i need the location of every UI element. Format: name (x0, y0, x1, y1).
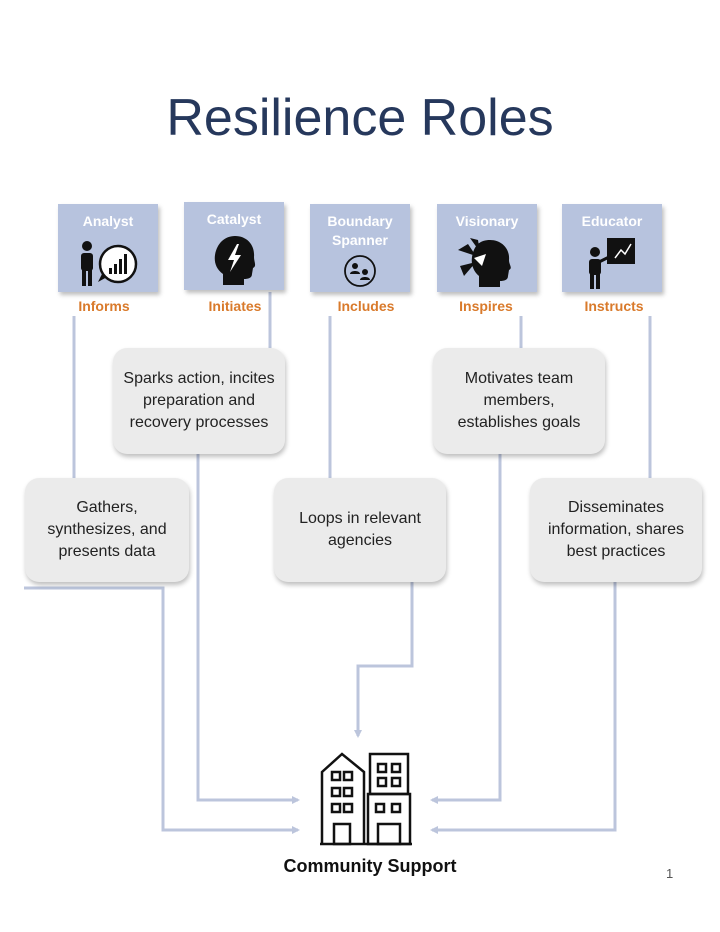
role-verb-inspires: Inspires (459, 298, 513, 314)
presenter-board-icon (589, 238, 635, 289)
role-verb-includes: Includes (337, 298, 395, 314)
people-exchange-icon (344, 255, 376, 287)
catalyst-description: Sparks action, incites preparation and r… (113, 348, 285, 454)
analyst-to-community-line (24, 586, 300, 834)
page-title: Resilience Roles (166, 89, 554, 147)
page-number: 1 (666, 866, 674, 881)
role-box-boundary-spanner: Boundary Spanner (310, 204, 410, 292)
role-name: Boundary Spanner (327, 213, 393, 248)
boundary-spanner-to-community-line (354, 582, 414, 738)
role-verb-informs: Informs (78, 298, 130, 314)
educator-to-community-line (430, 582, 617, 834)
lightning-head-icon (214, 236, 256, 285)
role-name: Visionary (455, 213, 519, 229)
role-verb-initiates: Initiates (208, 298, 262, 314)
role-box-visionary: Visionary (437, 204, 537, 292)
buildings-icon (320, 752, 412, 846)
role-box-catalyst: Catalyst (184, 202, 284, 290)
role-verb-instructs: Instructs (584, 298, 644, 314)
role-name: Educator (581, 213, 643, 229)
role-name: Analyst (82, 213, 134, 229)
boundary-spanner-description: Loops in relevant agencies (274, 478, 446, 582)
analyst-chart-icon (81, 241, 138, 286)
analyst-description: Gathers, synthesizes, and presents data (25, 478, 189, 582)
visionary-head-icon (458, 238, 511, 287)
visionary-description: Motivates team members, establishes goal… (433, 348, 605, 454)
role-box-analyst: Analyst (58, 204, 158, 292)
educator-description: Disseminates information, shares best pr… (530, 478, 702, 582)
role-name: Catalyst (206, 211, 262, 227)
catalyst-to-community-line (196, 454, 300, 804)
community-support-label: Community Support (283, 856, 457, 876)
role-box-educator: Educator (562, 204, 662, 292)
visionary-to-community-line (430, 454, 502, 804)
